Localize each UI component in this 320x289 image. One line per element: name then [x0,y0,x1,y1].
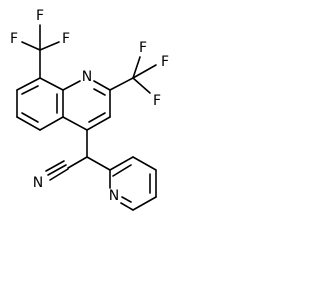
atom-quinoline-n: N [82,69,92,85]
bond-cf3b-f-bottom [132,77,151,94]
atom-f-left-right: F [62,31,70,47]
bond-c4-c4a [62,116,88,131]
chemical-structure: N F F F F F F N N [10,8,169,211]
bond-c3-c4-inner [88,112,106,123]
bond-pyr-c6-n [120,202,134,211]
bond-c8-c7-inner [21,85,39,95]
bond-c8-c8a [39,77,64,91]
atom-f-left-left: F [10,31,18,47]
bond-pyr-c5-c6 [132,196,157,211]
bond-cn-triple-3 [45,160,65,172]
bond-cf3b-f-top [132,56,141,79]
bond-c8a-n1 [62,80,81,91]
atom-f-right-right: F [161,54,169,70]
bond-cf3b-f-right [132,64,157,79]
bond-ch-pyr [86,156,111,171]
bond-cf3-f-left [21,41,41,51]
bond-c3-c4 [86,116,111,131]
bond-pyr-c2-c3-inner [112,164,132,177]
bond-c6-c5 [16,116,41,131]
bond-c2-cf3 [109,77,134,91]
bond-c8-c7 [16,77,41,91]
atom-labels: N F F F F F F N N [10,8,169,204]
bond-c6-c5-inner [21,112,39,123]
bond-pyr-c2-c3 [109,156,134,171]
bond-cn-triple-1 [47,164,67,176]
bond-n1-c2-inner [93,88,106,96]
atom-f-right-bottom: F [153,93,161,109]
bond-cn-triple-2 [49,168,69,181]
atom-nitrile-n: N [33,175,43,191]
bond-cf3-f-right [39,41,60,51]
bond-ch-cn [67,156,88,169]
bond-pyr-c6-n-inner [121,196,132,203]
atom-f-left-top: F [36,8,44,24]
bond-c5-c4a [39,116,64,131]
atom-pyridine-n: N [109,188,119,204]
bonds [16,24,157,211]
bond-n1-c2 [93,80,111,91]
bond-pyr-c3-c4 [132,156,157,171]
atom-f-right-top: F [139,40,147,56]
